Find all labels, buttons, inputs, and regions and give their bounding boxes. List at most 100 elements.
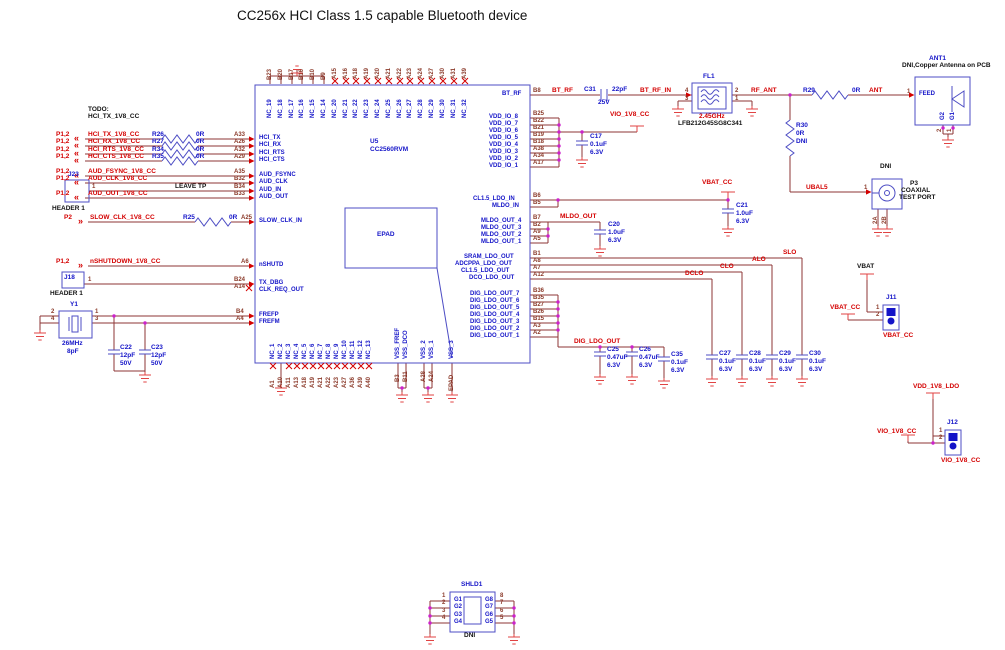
resistor-symbols — [161, 90, 849, 227]
label-aud-clk-1v8-cc: AUD_CLK_1V8_CC — [88, 175, 148, 182]
label-a26: A26 — [234, 139, 246, 145]
label-a21: A21 — [386, 67, 392, 79]
j12-box — [944, 429, 962, 456]
label-a30: A30 — [440, 67, 446, 79]
label-b6: B6 — [533, 193, 541, 199]
label-vss-dco: VSS_DCO — [403, 330, 409, 359]
label-a12: A12 — [533, 272, 545, 278]
label-: « — [74, 155, 80, 165]
label-1: 1 — [92, 184, 96, 190]
label-p1-2: P1,2 — [56, 258, 70, 265]
label-slo: SLO — [783, 249, 797, 256]
label-6: 6 — [500, 608, 504, 614]
label-1: 1 — [95, 309, 99, 315]
label-nc-1: NC_1 — [270, 343, 276, 359]
label-aud-fsync: AUD_FSYNC — [259, 172, 296, 178]
label-a24: A24 — [429, 370, 435, 382]
label-a1: A1 — [270, 380, 276, 388]
label-a25: A25 — [241, 215, 253, 221]
label-a10: A10 — [278, 376, 284, 388]
label-8pf: 8pF — [67, 348, 79, 355]
label-b5: B5 — [533, 200, 541, 206]
label-nc-16: NC_16 — [299, 99, 305, 118]
label-b3: B3 — [395, 374, 401, 382]
label-6-3v: 6.3V — [639, 362, 653, 369]
label-test-port: TEST PORT — [899, 194, 936, 201]
label-dni: DNI — [464, 632, 476, 639]
label-hci-tx-1v8-cc: HCI_TX_1V8_CC — [88, 131, 140, 138]
label-b25: B25 — [533, 111, 545, 117]
label-b15: B15 — [533, 316, 545, 322]
label-0r: 0R — [229, 214, 238, 221]
wires — [39, 70, 954, 634]
misc-blue-symbols — [68, 86, 965, 362]
label-cl1-5-ldo-in: CL1.5_LDO_IN — [473, 196, 515, 202]
label-hci-rx: HCI_RX — [259, 142, 282, 148]
label-0-1uf: 0.1uF — [719, 358, 736, 365]
label-nshutd: nSHUTD — [259, 262, 284, 268]
label-2: 2 — [51, 309, 55, 315]
junction-dots — [112, 93, 955, 625]
label-mldo-in: MLDO_IN — [492, 203, 519, 209]
label-1: 1 — [907, 89, 911, 95]
label-clk-req-out: CLK_REQ_OUT — [259, 287, 304, 293]
p3-coax-box — [871, 178, 903, 210]
label-hci-rts-1v8-cc: HCI_RTS_1V8_CC — [88, 146, 144, 153]
label-6-3v: 6.3V — [608, 237, 622, 244]
label-p2: P2 — [64, 214, 72, 221]
label-nc-8: NC_8 — [326, 343, 332, 359]
label-aud-out-1v8-cc: AUD_OUT_1V8_CC — [88, 190, 148, 197]
label-: « — [74, 133, 80, 143]
label-shld1: SHLD1 — [461, 581, 483, 588]
label-b11: B11 — [403, 371, 409, 382]
label-1-0uf: 1.0uF — [608, 229, 625, 236]
u5-epad-box — [344, 207, 438, 269]
label-: « — [74, 140, 80, 150]
label-nc-11: NC_11 — [350, 340, 356, 359]
j23-box — [64, 179, 90, 203]
label-j23: J23 — [68, 171, 79, 178]
label-a40: A40 — [366, 376, 372, 388]
label-c25: C25 — [607, 346, 619, 353]
label-a4: A4 — [236, 316, 244, 322]
label-a16: A16 — [343, 67, 349, 79]
y1-crystal-box — [58, 310, 93, 339]
label-nc-7: NC_7 — [318, 343, 324, 359]
label-a23: A23 — [407, 67, 413, 79]
label-dig-ldo-out-1: DIG_LDO_OUT_1 — [470, 333, 520, 339]
label-slow-clk-in: SLOW_CLK_IN — [259, 218, 303, 224]
label-c29: C29 — [779, 350, 791, 357]
label-nc-6: NC_6 — [310, 343, 316, 359]
label-aud-clk: AUD_CLK — [259, 179, 288, 185]
label-1: 1 — [947, 128, 953, 132]
label-g7: G7 — [485, 604, 494, 610]
label-mldo-out-2: MLDO_OUT_2 — [481, 232, 522, 238]
label-a15: A15 — [332, 67, 338, 79]
label-1: 1 — [442, 593, 446, 599]
label-c20: C20 — [608, 221, 620, 228]
label-adcppa-ldo-out: ADCPPA_LDO_OUT — [455, 261, 512, 267]
label-dni-copper-antenna-on-pcb: DNI,Copper Antenna on PCB — [902, 62, 991, 69]
label-4: 4 — [442, 615, 446, 621]
label-a14: A14 — [234, 284, 246, 290]
label-j11: J11 — [886, 294, 897, 301]
label-1: 1 — [876, 305, 880, 311]
u5-ic-outline — [254, 84, 531, 364]
j18-box — [61, 271, 85, 289]
j11-pin1-pad — [886, 308, 896, 316]
label-c26: C26 — [639, 346, 651, 353]
label-header-1: HEADER 1 — [52, 205, 85, 212]
label-r35: R35 — [152, 153, 164, 160]
label-c31: C31 — [584, 86, 596, 93]
label-dig-ldo-out-2: DIG_LDO_OUT_2 — [470, 326, 520, 332]
label-nc-5: NC_5 — [302, 343, 308, 359]
label-b22: B22 — [533, 118, 545, 124]
label-0-47uf: 0.47uF — [639, 354, 660, 361]
label-c17: C17 — [590, 133, 602, 140]
label-nc-15: NC_15 — [310, 99, 316, 118]
j12-pin1-pad — [948, 433, 958, 441]
label-a17: A17 — [533, 160, 545, 166]
label-1: 1 — [864, 185, 868, 191]
label-nc-18: NC_18 — [278, 99, 284, 118]
label-nc-17: NC_17 — [289, 99, 295, 118]
